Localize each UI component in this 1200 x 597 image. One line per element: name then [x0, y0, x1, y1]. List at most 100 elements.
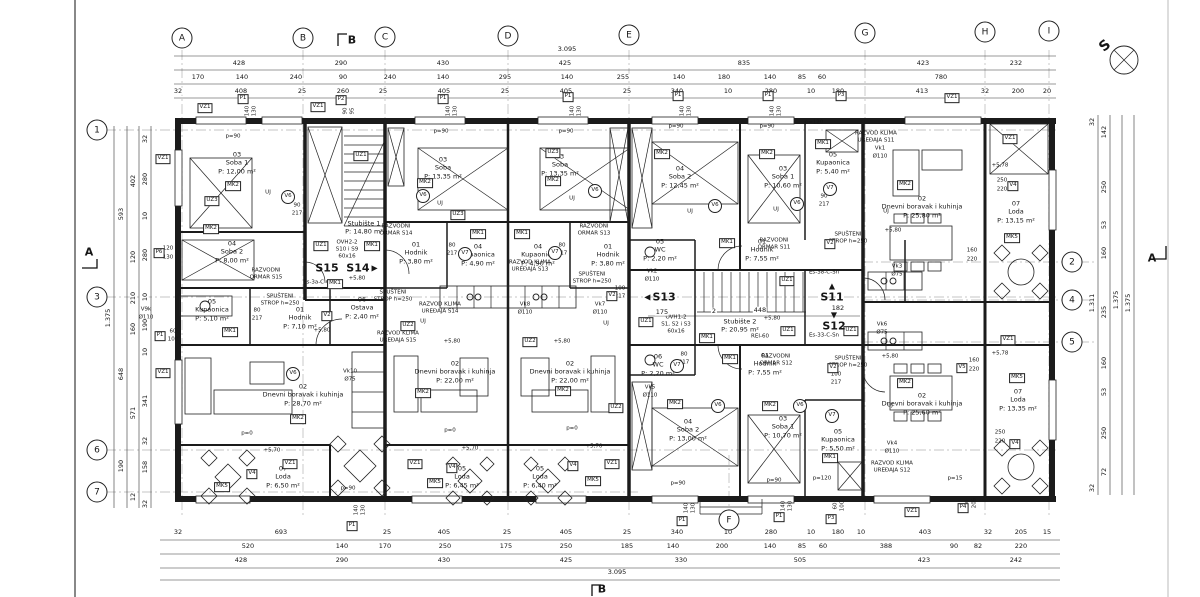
tag-p1: P1 [562, 92, 574, 102]
tag-uz1: UZ1 [638, 317, 654, 327]
annotation: +5,78 [991, 350, 1009, 357]
annotation: Es-3a-C-6n [303, 279, 333, 286]
unit-direction-arrow-icon: ▲ [828, 281, 836, 291]
tag-uz1: UZ1 [843, 326, 859, 336]
dimension-label: 85 [796, 72, 808, 81]
room-area: P: 6,50 m² [266, 481, 300, 490]
room-name: Ostava [350, 303, 374, 312]
tag-mk2: MK2 [290, 414, 306, 424]
room-name: Kupaonica [821, 435, 855, 444]
tag-mk5: MK5 [427, 478, 443, 488]
annotation: UREĐAJA S12 [873, 467, 911, 474]
tag-mk1: MK1 [222, 327, 238, 337]
annotation: 217 [678, 359, 690, 366]
dimension-label: 388 [878, 541, 894, 550]
dimension-label: 205 [1013, 527, 1029, 536]
tag-uz1: UZ1 [353, 151, 369, 161]
tag-vz1: VZ1 [310, 102, 326, 112]
room-name: Hodnik [750, 245, 774, 254]
room-area: P: 13,15 m² [997, 216, 1035, 225]
tag-p1: P1 [762, 91, 774, 101]
dimension-label: 32 [982, 527, 994, 536]
annotation: ORMAR S12 [759, 360, 793, 367]
grid-bubble-F: F [718, 509, 740, 531]
section-marker-a: A [84, 245, 94, 259]
dimension-label: 240 [382, 72, 398, 81]
room-number: 01 [603, 242, 613, 251]
room-name: Stubište 1 [347, 219, 381, 228]
tag-mk2: MK2 [667, 399, 683, 409]
annotation: STROP h=250 [828, 362, 868, 369]
annotation: 130 [686, 105, 693, 117]
annotation: 217 [291, 210, 303, 217]
room-area: P: 12,45 m² [661, 181, 699, 190]
dimension-label: 405 [558, 86, 574, 95]
dimension-label: 240 [288, 72, 304, 81]
dimension-label: 60 [816, 72, 828, 81]
annotation: 140 [244, 105, 251, 117]
dimension-label: 60 [817, 541, 829, 550]
tag-v2: V2 [606, 291, 618, 301]
annotation: S1, S2 i S3 [661, 321, 691, 328]
grid-bubble-E: E [618, 24, 640, 46]
tag-v4: V4 [1009, 439, 1021, 449]
tag-mk5: MK5 [1004, 233, 1020, 243]
room-area: P: 5,10 m² [195, 314, 229, 323]
grid-bubble-2: 2 [1061, 251, 1083, 273]
grid-bubble-C: C [374, 26, 396, 48]
tag-mk2: MK2 [417, 178, 433, 188]
annotation: 140 [679, 105, 686, 117]
dimension-label: 53 [1099, 386, 1108, 398]
dimension-label: 160 [1099, 355, 1108, 371]
room-number: 07 [1011, 199, 1021, 208]
dimension-label: 428 [231, 58, 247, 67]
dimension-label: 90 [948, 541, 960, 550]
annotation: 140 [569, 105, 576, 117]
annotation: Ø110 [644, 276, 660, 283]
annotation: 250 [996, 177, 1008, 184]
room-area: P: 13,00 m² [669, 434, 707, 443]
tag-v2: V2 [827, 363, 839, 373]
annotation: Vk8 [519, 301, 531, 308]
unit-label-s12: S12▼ [822, 311, 846, 333]
dimension-label: 10 [805, 86, 817, 95]
tag-v6: V6 [708, 199, 722, 213]
dimension-label: 10 [140, 210, 149, 222]
room-area: P: 7,55 m² [748, 368, 782, 377]
room-name: Hodnik [288, 313, 312, 322]
dimension-label: 232 [1008, 58, 1024, 67]
unit-id: S12 [822, 319, 846, 333]
room-area: P: 13,35 m² [541, 169, 579, 178]
annotation: 130 [690, 502, 697, 514]
tag-mk1: MK1 [822, 453, 838, 463]
annotation: 60 [169, 328, 177, 335]
dimension-label: 250 [558, 541, 574, 550]
room-number: 02 [917, 391, 927, 400]
room-name: Dnevni boravak i kuhinja [881, 202, 963, 211]
annotation: 205 [971, 497, 978, 509]
tag-v7: V7 [823, 182, 837, 196]
tag-mk2: MK2 [203, 224, 219, 234]
annotation: Vk3 [891, 263, 903, 270]
room-area: P: 7,10 m² [283, 322, 317, 331]
room-number: 05 [833, 427, 843, 436]
dimension-label: 10 [805, 527, 817, 536]
dimension-label: 170 [377, 541, 393, 550]
dimension-label: 200 [714, 541, 730, 550]
grid-bubble-B: B [292, 27, 314, 49]
dimension-label: 255 [615, 72, 631, 81]
room-name: Hodnik [596, 250, 620, 259]
room-number: 04 [227, 239, 237, 248]
tag-uz1: UZ1 [779, 276, 795, 286]
tag-vz1: VZ1 [904, 507, 920, 517]
dimension-label: 290 [333, 58, 349, 67]
room-name: Soba 2 [676, 425, 700, 434]
annotation: UJ [569, 195, 575, 202]
tag-mk2: MK2 [897, 180, 913, 190]
